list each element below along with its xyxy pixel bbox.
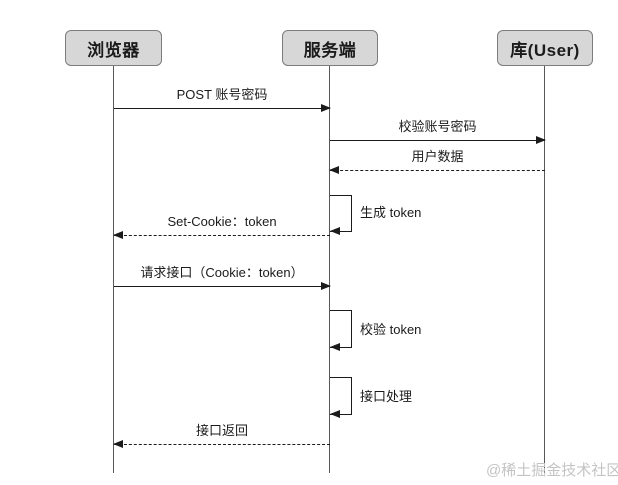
message-label: 校验 token (360, 322, 422, 337)
actor-box-browser: 浏览器 (65, 30, 162, 66)
arrow-line (330, 170, 545, 171)
watermark: @稀土掘金技术社区 (486, 462, 618, 479)
arrow-line (114, 286, 330, 287)
arrowhead-left-icon (113, 440, 123, 449)
self-message-generate-token (330, 195, 352, 235)
arrowhead-left-icon (113, 231, 123, 240)
message-verify-credentials: 校验账号密码 (330, 119, 546, 146)
actor-box-database: 库(User) (497, 30, 593, 66)
actor-label-browser: 浏览器 (87, 40, 140, 60)
arrow-line (114, 444, 330, 445)
arrowhead-right-icon (321, 282, 331, 291)
arrow-line (114, 108, 330, 109)
arrowhead-left-icon (330, 227, 340, 235)
message-label: Set-Cookie：token (167, 214, 277, 229)
arrowhead-right-icon (536, 136, 546, 145)
message-label: 请求接口（Cookie：token） (140, 265, 304, 280)
message-label: 接口处理 (360, 389, 413, 404)
message-label: 校验账号密码 (398, 119, 477, 134)
arrowhead-left-icon (330, 410, 340, 418)
self-message-api-process (330, 377, 352, 418)
arrow-line (114, 235, 330, 236)
arrowhead-right-icon (321, 104, 331, 113)
actor-label-server: 服务端 (303, 40, 357, 60)
actor-box-server: 服务端 (282, 30, 378, 66)
arrowhead-left-icon (330, 343, 340, 351)
message-label: POST 账号密码 (176, 87, 268, 102)
message-post-credentials: POST 账号密码 (114, 87, 331, 114)
arrowhead-left-icon (329, 166, 339, 175)
self-message-verify-token (330, 310, 352, 351)
message-label: 用户数据 (411, 149, 464, 164)
arrow-line (330, 140, 545, 141)
message-label: 生成 token (360, 205, 422, 220)
message-request-api: 请求接口（Cookie：token） (114, 265, 331, 292)
lifeline-database (544, 66, 545, 473)
message-api-response: 接口返回 (113, 423, 330, 450)
message-set-cookie: Set-Cookie：token (113, 214, 330, 241)
actor-label-database: 库(User) (510, 40, 580, 60)
message-user-data: 用户数据 (329, 149, 545, 176)
lifeline-server (329, 66, 330, 473)
lifeline-browser (113, 66, 114, 473)
message-label: 接口返回 (195, 423, 248, 438)
